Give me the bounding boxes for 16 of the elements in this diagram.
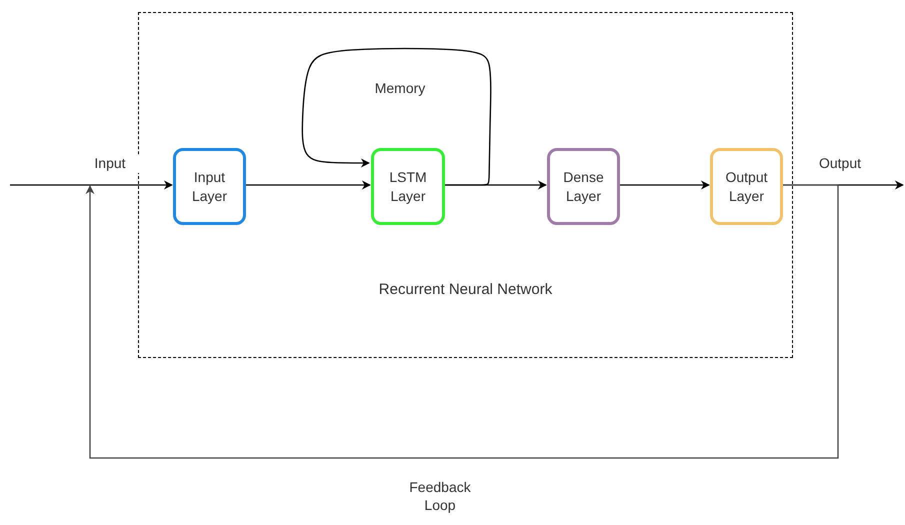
arrow [10,180,173,190]
arrow [86,184,839,459]
layer-name: Input Layer [190,168,228,205]
layer-name: LSTM Layer [388,168,428,205]
network-boundary [138,12,793,358]
arrow [245,180,371,190]
arrow [619,180,710,190]
layer-name: Dense Layer [562,168,605,205]
group-title: Recurrent Neural Network [378,281,554,298]
layer-name: Output Layer [724,168,769,205]
layer-box [371,148,445,225]
arrow [444,180,547,190]
layer-box [173,148,246,225]
layer-box [710,148,783,225]
loop-arrow [302,48,492,186]
layer-box [547,148,620,225]
